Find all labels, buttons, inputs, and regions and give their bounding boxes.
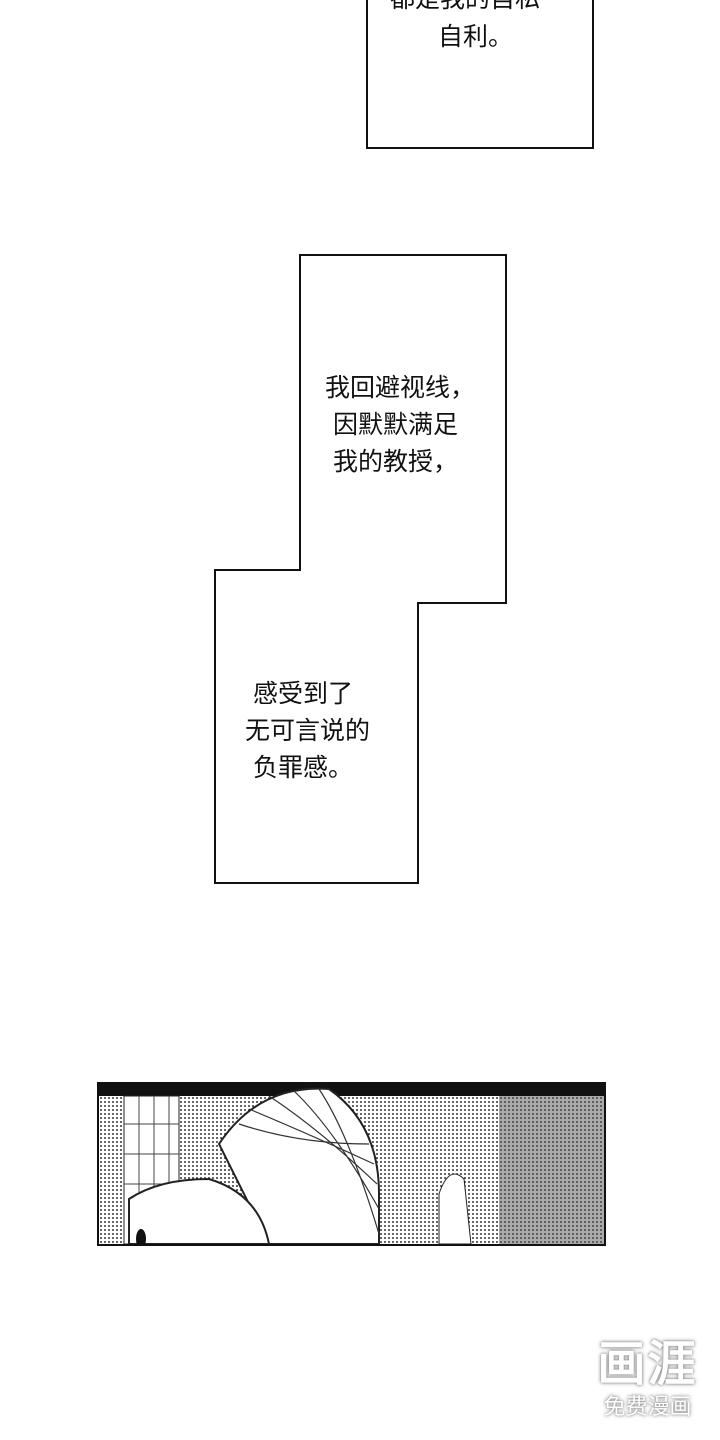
watermark-brand: 画涯	[597, 1336, 698, 1392]
panel-illustration	[99, 1084, 604, 1244]
watermark-tagline: 免费漫画	[603, 1395, 692, 1420]
caption-2-line-2: 因默默满足	[325, 410, 458, 439]
caption-1-line-2: 自利。	[438, 22, 514, 51]
caption-1-line-1: 都是我的自私	[390, 0, 540, 16]
caption-3-line-3: 负罪感。	[245, 753, 353, 782]
caption-3-line-2: 无可言说的	[245, 716, 371, 745]
caption-3-line-1: 感受到了	[245, 679, 353, 708]
caption-2-line-3: 我的教授，	[325, 447, 458, 476]
manga-panel-fan-room	[97, 1082, 606, 1246]
caption-2-line-1: 我回避视线，	[325, 373, 476, 402]
caption-box-1	[366, 0, 594, 149]
watermark-logo: 画涯 免费漫画	[585, 1335, 710, 1423]
